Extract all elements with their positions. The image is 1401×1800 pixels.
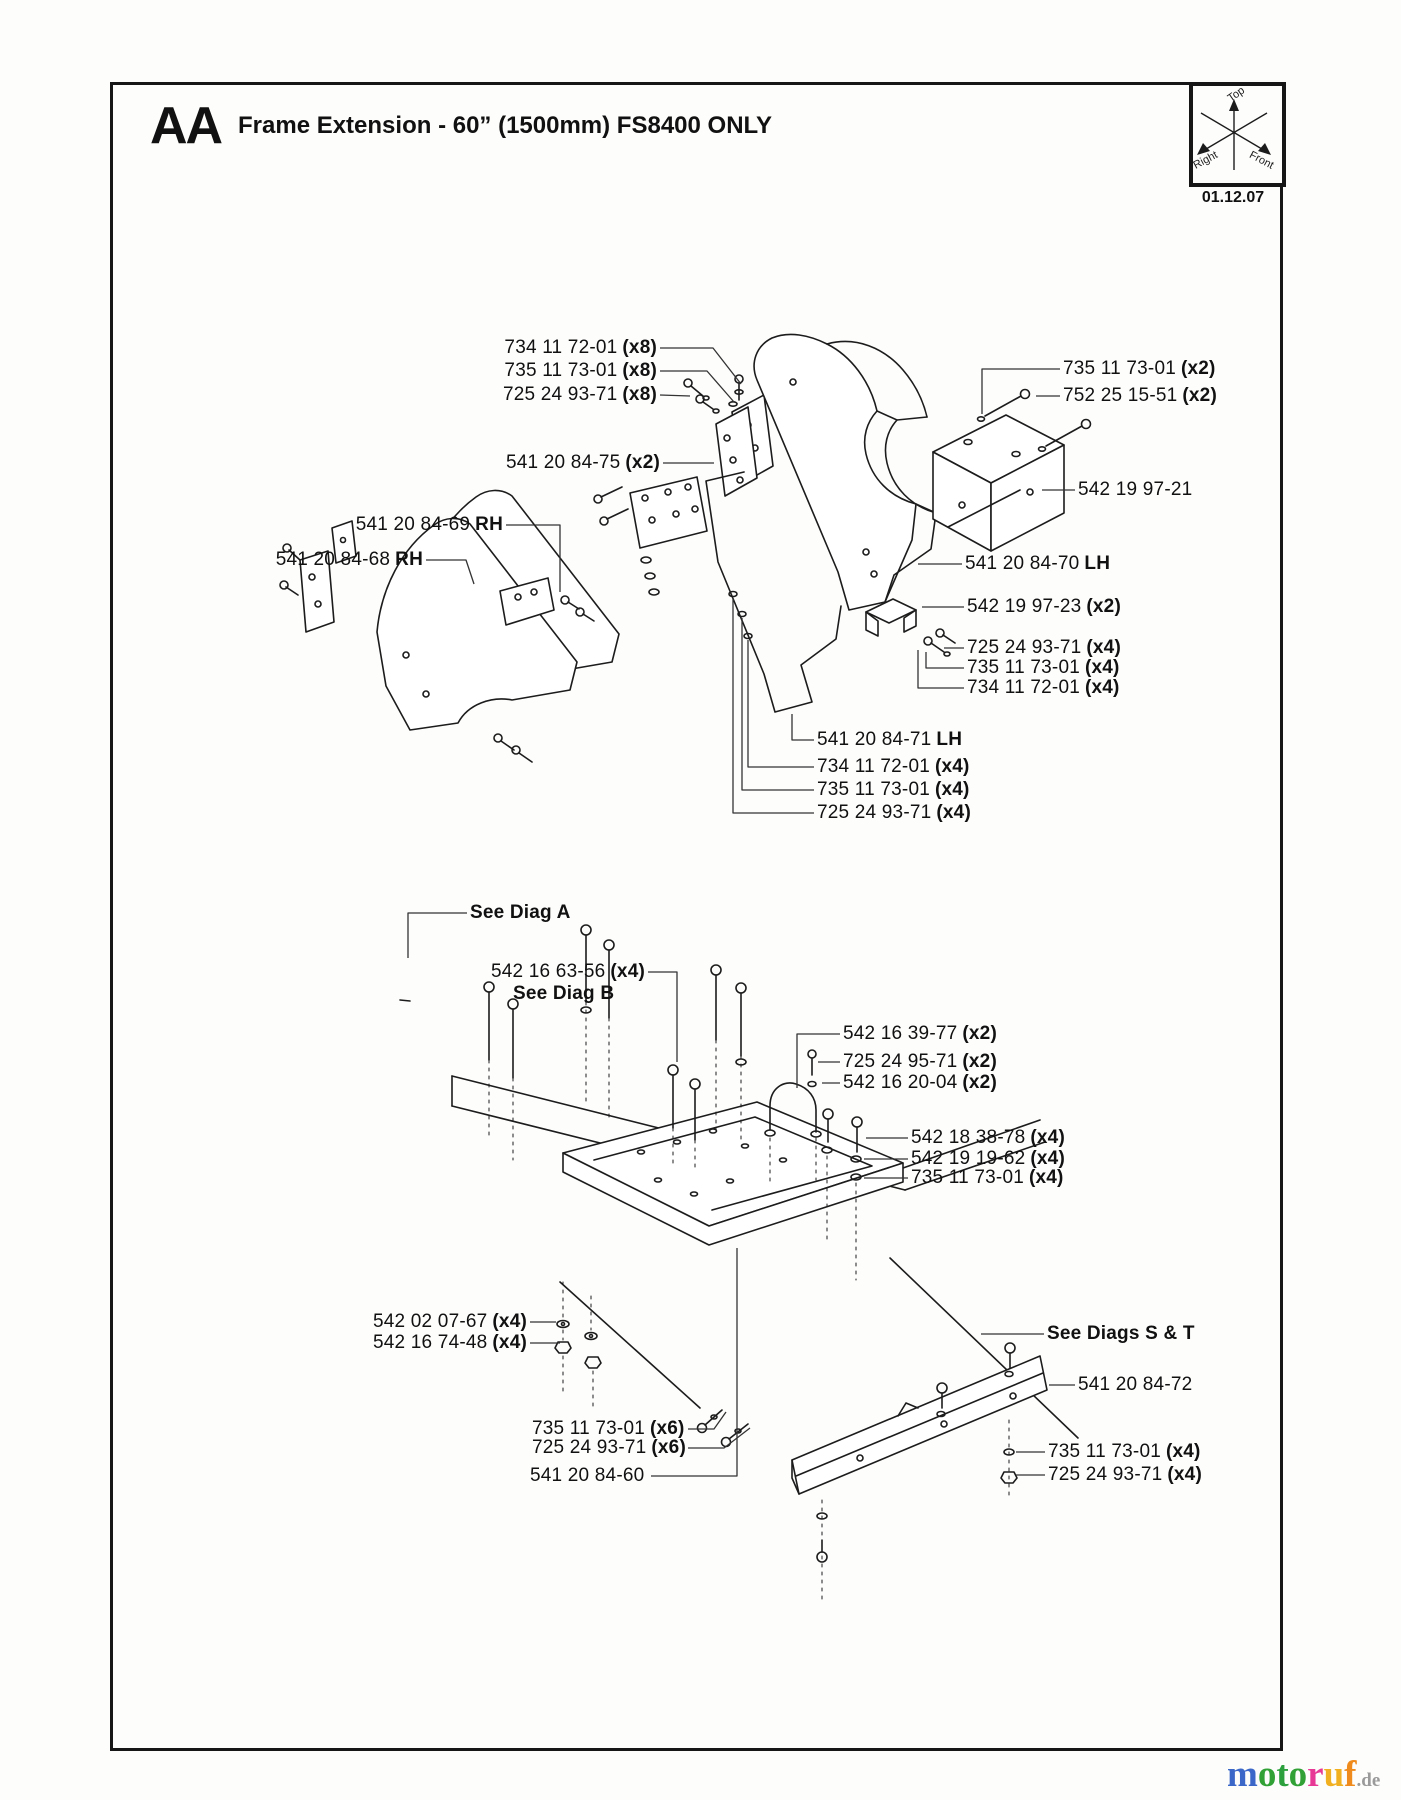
- leader-lines: [407, 347, 1075, 1477]
- cover-rh-pair: [279, 489, 620, 763]
- part-label: 735 11 73-01(x2): [1063, 358, 1216, 379]
- part-label: 725 24 95-71(x2): [843, 1051, 997, 1072]
- fastener-cluster-x6: [696, 1409, 749, 1448]
- part-label: 542 02 07-67(x4): [373, 1311, 527, 1332]
- part-label: 542 19 97-21: [1078, 479, 1193, 500]
- channel-bracket: [932, 388, 1092, 552]
- part-label: 735 11 73-01(x4): [1048, 1441, 1201, 1462]
- cover-lh-front: [753, 333, 937, 611]
- see-diag-b-label: See Diag B: [513, 983, 615, 1004]
- page-border: [110, 82, 1283, 1751]
- top-mounting-plates: [683, 374, 774, 497]
- motoruf-watermark-logo: motoruf.de: [1227, 1754, 1381, 1795]
- part-label: 542 16 20-04(x2): [843, 1072, 997, 1093]
- support-bracket-assembly: [791, 1342, 1048, 1601]
- part-label: 752 25 15-51(x2): [1063, 385, 1217, 406]
- center-mounting-plate: [593, 476, 753, 640]
- page-title: Frame Extension - 60” (1500mm) FS8400 ON…: [238, 112, 772, 139]
- part-label: 735 11 73-01(x4): [967, 657, 1120, 678]
- base-plate-assembly: [483, 924, 904, 1409]
- part-label: 725 24 93-71(x4): [817, 802, 971, 823]
- part-label: 725 24 93-71(x8): [503, 384, 657, 405]
- part-label: 735 11 73-01(x4): [817, 779, 970, 800]
- part-label: 542 19 97-23(x2): [967, 596, 1121, 617]
- revision-date: 01.12.07: [1201, 189, 1265, 206]
- part-label: 734 11 72-01(x4): [817, 756, 970, 777]
- section-code: AA: [150, 97, 223, 155]
- part-label: 725 24 93-71(x4): [1048, 1464, 1202, 1485]
- watermark-domain-suffix: .de: [1356, 1770, 1381, 1791]
- part-label: 541 20 84-72: [1078, 1374, 1193, 1395]
- part-label: 735 11 73-01(x4): [911, 1167, 1064, 1188]
- part-label: 725 24 93-71(x4): [967, 637, 1121, 658]
- part-label: 734 11 72-01(x4): [967, 677, 1120, 698]
- part-label: 735 11 73-01(x8): [504, 360, 657, 381]
- see-diags-s-t-label: See Diags S & T: [1047, 1323, 1195, 1344]
- cover-lh-rear: [705, 471, 842, 713]
- part-label: 542 16 74-48(x4): [373, 1332, 527, 1353]
- part-label: 725 24 93-71(x6): [532, 1437, 686, 1458]
- part-label: 542 19 19-62(x4): [911, 1148, 1065, 1169]
- part-label: 542 16 63-56(x4): [491, 961, 645, 982]
- part-label: 735 11 73-01(x6): [532, 1418, 685, 1439]
- u-bracket: [865, 598, 956, 657]
- part-label: 542 18 38-78(x4): [911, 1127, 1065, 1148]
- part-label: 541 20 84-60: [530, 1465, 645, 1486]
- see-diag-a-label: See Diag A: [470, 902, 571, 923]
- part-label: 541 20 84-75(x2): [506, 452, 660, 473]
- u-bolt-clamp: [764, 1082, 822, 1186]
- part-label: 542 16 39-77(x2): [843, 1023, 997, 1044]
- part-label: 734 11 72-01(x8): [504, 337, 657, 358]
